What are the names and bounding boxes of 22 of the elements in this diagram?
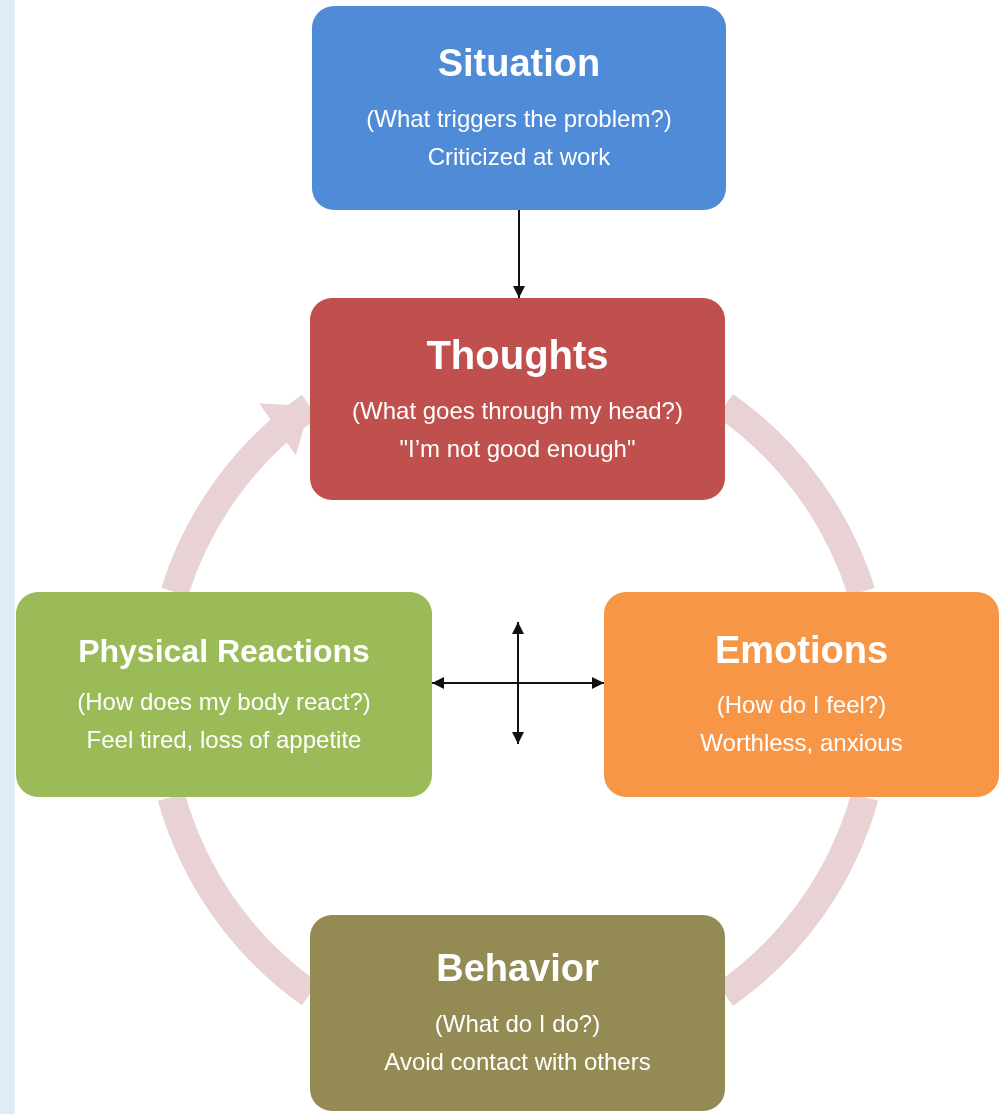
box-title: Behavior bbox=[436, 946, 599, 992]
box-text: (How do I feel?) bbox=[716, 690, 887, 721]
box-text: "I’m not good enough" bbox=[399, 434, 636, 464]
box-title: Thoughts bbox=[426, 332, 609, 379]
box-title: Emotions bbox=[714, 627, 889, 673]
box-text: (How does my body react?) bbox=[77, 686, 371, 717]
box-text: Feel tired, loss of appetite bbox=[86, 724, 362, 755]
step-box bbox=[604, 592, 999, 797]
arrow bbox=[431, 677, 605, 689]
step-box bbox=[310, 915, 725, 1111]
box-text: Avoid contact with others bbox=[384, 1046, 651, 1077]
box-title: Physical Reactions bbox=[78, 631, 370, 671]
box-text: Worthless, anxious bbox=[700, 728, 903, 759]
step-box bbox=[16, 592, 432, 797]
box-text: (What goes through my head?) bbox=[352, 396, 683, 426]
box-title: Situation bbox=[437, 41, 601, 87]
step-box bbox=[312, 6, 726, 210]
box-text: (What triggers the problem?) bbox=[366, 103, 672, 134]
box-text: Criticized at work bbox=[427, 141, 611, 172]
box-text: (What do I do?) bbox=[434, 1008, 601, 1039]
arrow bbox=[513, 209, 525, 299]
step-box bbox=[310, 298, 725, 500]
